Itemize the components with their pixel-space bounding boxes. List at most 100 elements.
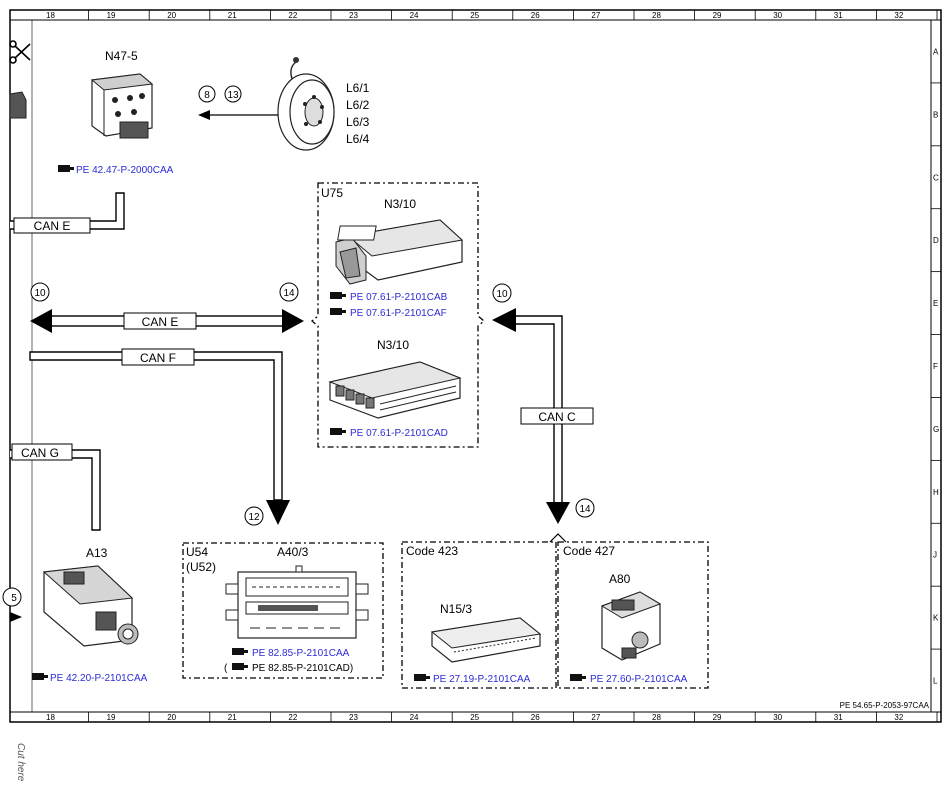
- sensor-label-4: L6/4: [346, 132, 370, 146]
- a80-actuator-icon: [600, 591, 662, 661]
- code-427-group-border: [557, 541, 709, 689]
- circle-14-mid-label: 14: [283, 288, 295, 299]
- can-c-left-arrow: [492, 308, 516, 332]
- n3-10-top-label: N3/10: [384, 197, 416, 211]
- u75-ref-1[interactable]: PE 07.61-P-2101CAB: [350, 292, 448, 303]
- can-e-top-label: CAN E: [34, 219, 71, 233]
- can-e-box: [123, 312, 197, 330]
- code-427-ref[interactable]: PE 27.60-P-2101CAA: [590, 674, 688, 685]
- n15-3-label: N15/3: [440, 602, 472, 616]
- can-c-label: CAN C: [538, 410, 576, 424]
- pointer-hand-icon: [570, 674, 586, 681]
- can-g-box: [11, 443, 73, 461]
- ruler-row-label: H: [933, 488, 939, 497]
- pointer-hand-icon: [414, 674, 430, 681]
- ruler-row-label: J: [933, 551, 937, 560]
- can-e-right-arrow: [282, 309, 304, 333]
- ruler-column-label: 22: [288, 11, 297, 20]
- ruler-column-label: 31: [834, 713, 843, 722]
- ruler-row-label: A: [933, 47, 939, 56]
- u75-ref-2[interactable]: PE 07.61-P-2101CAF: [350, 308, 447, 319]
- circle-5: [2, 587, 22, 607]
- sheet-frame: [9, 9, 942, 723]
- code-423-group-border: [401, 541, 557, 689]
- can-e-top-box: [13, 217, 91, 234]
- u54-ref-alt[interactable]: PE 82.85-P-2101CAD): [252, 663, 353, 674]
- circle-13-label: 13: [227, 90, 239, 101]
- pointer-hand-icon: [330, 308, 346, 315]
- ruler-column-label: 25: [470, 713, 479, 722]
- ruler-column-label: 26: [531, 713, 540, 722]
- pointer-hand-icon: [330, 292, 346, 299]
- pointer-hand-icon: [232, 663, 248, 670]
- n3-10-bottom-label: N3/10: [377, 338, 409, 352]
- circle-13: [224, 85, 242, 103]
- sensor-signal-arrow: [198, 110, 210, 120]
- ruler-column-label: 24: [410, 713, 419, 722]
- ruler-column-label: 20: [167, 11, 176, 20]
- u54-ref[interactable]: PE 82.85-P-2101CAA: [252, 648, 350, 659]
- code-group-bracket: [549, 533, 567, 543]
- circle-10-right-label: 10: [496, 289, 508, 300]
- circle-10-left-label: 10: [34, 288, 46, 299]
- a40-3-display-icon: [225, 565, 369, 639]
- can-e-left-arrow: [30, 309, 52, 333]
- circle-5-label: 5: [11, 593, 17, 604]
- a13-input-arrow: [10, 612, 22, 622]
- circle-14-bottom-label: 14: [579, 504, 591, 515]
- pointer-hand-icon: [330, 428, 346, 435]
- can-e-label: CAN E: [142, 315, 179, 329]
- n3-10-ecu-top-icon: [335, 219, 464, 285]
- can-f-arrow-down: [266, 500, 290, 525]
- a13-ref[interactable]: PE 42.20-P-2101CAA: [50, 673, 148, 684]
- pointer-hand-icon: [232, 648, 248, 655]
- ruler-column-label: 19: [107, 713, 116, 722]
- circle-12: [244, 506, 264, 526]
- code-423-ref[interactable]: PE 27.19-P-2101CAA: [433, 674, 531, 685]
- ruler-column-label: 23: [349, 11, 358, 20]
- a40-3-label: A40/3: [277, 545, 309, 559]
- n47-5-ref[interactable]: PE 42.47-P-2000CAA: [76, 165, 174, 176]
- ruler-row-label: G: [933, 425, 939, 434]
- u75-group-border: [310, 182, 486, 448]
- u75-ref-bottom[interactable]: PE 07.61-P-2101CAD: [350, 428, 448, 439]
- code-427-label: Code 427: [563, 544, 615, 558]
- ruler-column-label: 26: [531, 11, 540, 20]
- document-id: PE 54.65-P-2053-97CAA: [840, 701, 930, 710]
- can-c-box: [520, 407, 594, 425]
- a13-label: A13: [86, 546, 108, 560]
- circle-14-mid: [279, 282, 299, 302]
- circle-8: [198, 85, 216, 103]
- circle-10-right: [492, 283, 512, 303]
- ruler-column-label: 19: [107, 11, 116, 20]
- ruler-column-label: 28: [652, 11, 661, 20]
- u54-ref-paren: (: [224, 663, 228, 674]
- pointer-hand-icon: [32, 673, 48, 680]
- u54-group-border: [182, 542, 384, 679]
- sensor-label-3: L6/3: [346, 115, 370, 129]
- n15-3-module-icon: [430, 617, 542, 663]
- a13-module-icon: [42, 565, 139, 647]
- pointer-hand-icon: [58, 165, 74, 172]
- ruler-column-label: 22: [288, 713, 297, 722]
- ruler-column-label: 30: [773, 713, 782, 722]
- ruler-column-label: 28: [652, 713, 661, 722]
- can-f-box: [121, 348, 195, 366]
- ruler-column-label: 32: [894, 713, 903, 722]
- ruler-column-label: 29: [713, 713, 722, 722]
- circle-12-label: 12: [248, 512, 260, 523]
- ruler-column-label: 18: [46, 713, 55, 722]
- ruler-row-label: C: [933, 173, 939, 182]
- ruler-row-label: E: [933, 299, 938, 308]
- ruler-column-label: 23: [349, 713, 358, 722]
- can-g-bus-line: [10, 449, 101, 531]
- ruler-row-label: L: [933, 677, 938, 686]
- u54-label: U54: [186, 545, 208, 559]
- scissors-icon: [9, 40, 31, 64]
- circle-10-left: [30, 282, 50, 302]
- ruler-column-label: 20: [167, 713, 176, 722]
- circle-8-label: 8: [204, 90, 210, 101]
